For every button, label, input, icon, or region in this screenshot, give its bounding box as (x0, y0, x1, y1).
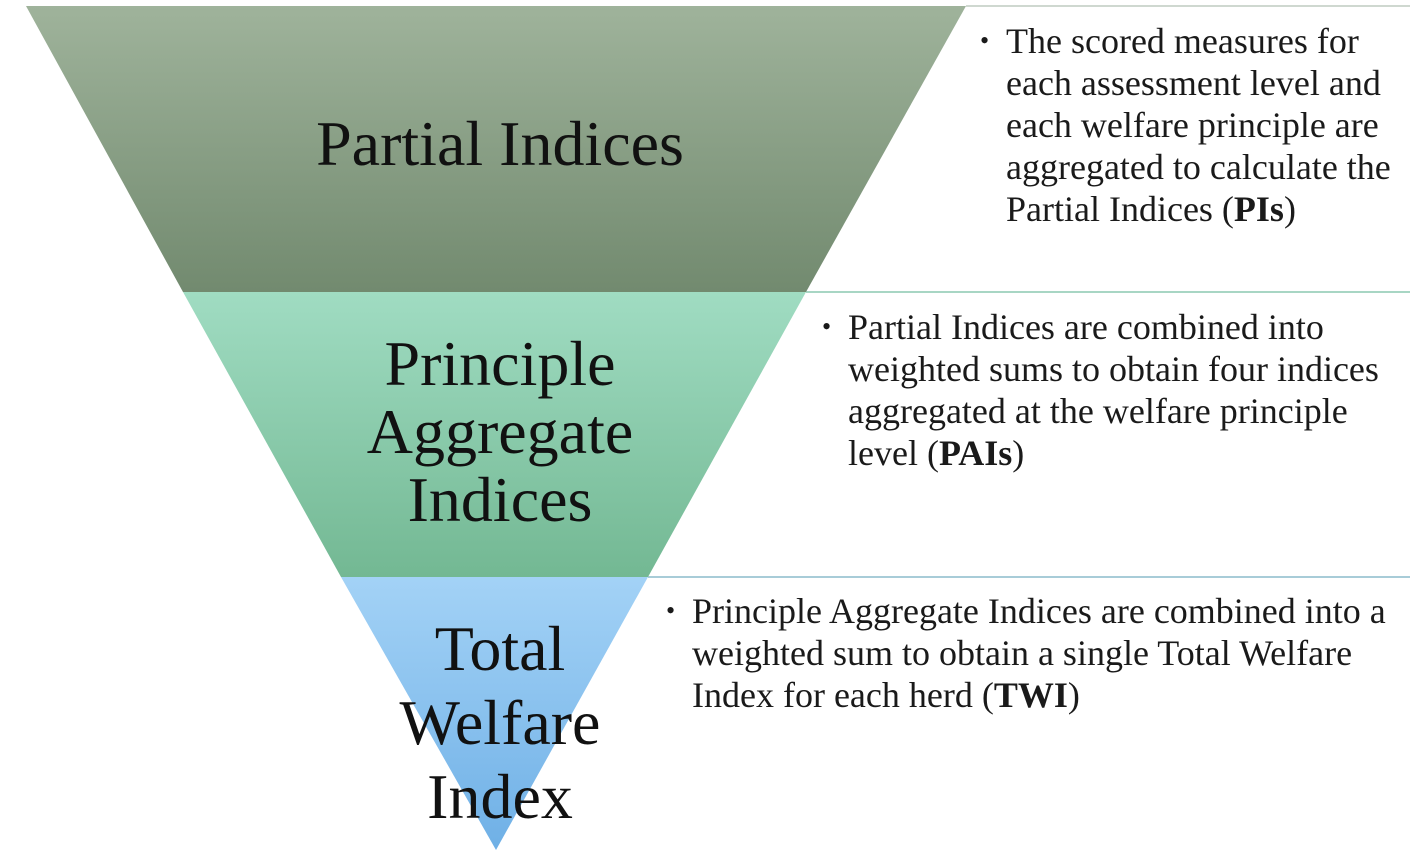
description-close: ) (1012, 433, 1025, 473)
description-total-welfare-index: • Principle Aggregate Indices are combine… (666, 590, 1418, 716)
tier-title-partial-indices: Partial Indices (200, 112, 800, 176)
abbreviation-pis: PIs (1233, 189, 1284, 229)
description-partial-indices: • The scored measures for each assessment… (980, 20, 1418, 230)
bullet-marker: • (666, 596, 676, 625)
bullet-marker: • (980, 26, 990, 55)
tier-title-line: Indices (407, 464, 593, 535)
tier-title-line: Welfare (399, 687, 601, 758)
description-close: ) (1067, 675, 1080, 715)
tier-title-total-welfare-index: Total Welfare Index (300, 612, 700, 834)
description-close: ) (1283, 189, 1296, 229)
description-text: The scored measures for each assessment … (1006, 21, 1391, 229)
description-text: Partial Indices are combined into weight… (848, 307, 1379, 473)
tier-title-line: Partial Indices (316, 108, 684, 179)
bullet-marker: • (822, 312, 832, 341)
tier-title-principle-aggregate-indices: Principle Aggregate Indices (200, 330, 800, 534)
abbreviation-twi: TWI (993, 675, 1068, 715)
tier-title-line: Index (427, 761, 573, 832)
description-text: Principle Aggregate Indices are combined… (692, 591, 1386, 715)
tier-total-welfare-index (341, 577, 648, 850)
tier-principle-aggregate-indices (183, 292, 806, 577)
abbreviation-pais: PAIs (938, 433, 1013, 473)
tier-title-line: Principle (384, 328, 616, 399)
tier-title-line: Aggregate (366, 396, 634, 467)
description-principle-aggregate-indices: • Partial Indices are combined into weigh… (822, 306, 1418, 474)
tier-partial-indices (26, 6, 966, 292)
tier-title-line: Total (434, 613, 566, 684)
